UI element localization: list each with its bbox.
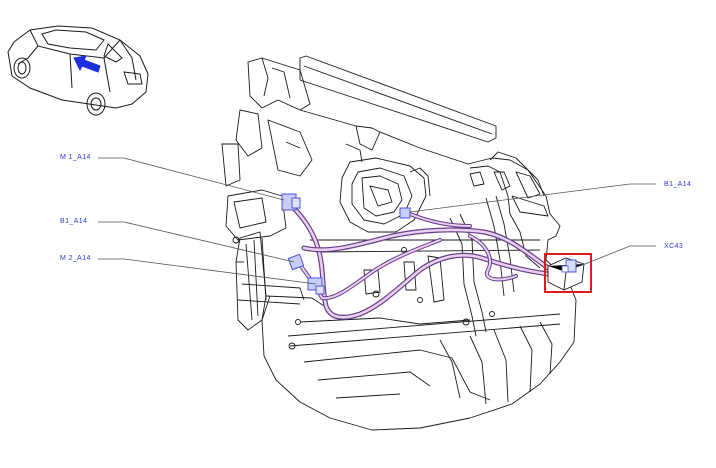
highlight-box — [544, 253, 592, 293]
label-m2-a14: M 2_A14 — [60, 255, 91, 262]
direction-arrow-icon — [73, 55, 101, 73]
connector-b1-right — [399, 207, 411, 219]
wiring-harness — [285, 199, 551, 320]
label-xc43: XC43 — [664, 243, 684, 250]
connector-b1-left — [287, 253, 305, 271]
connector-m1 — [281, 193, 301, 211]
label-m1-a14: M 1_A14 — [60, 154, 91, 161]
label-b1-a14-right: B1_A14 — [664, 181, 692, 188]
engine-outline — [221, 55, 577, 431]
leader-lines — [98, 157, 656, 285]
connector-m2 — [307, 277, 325, 295]
label-b1-a14-left: B1_A14 — [60, 218, 88, 225]
hatchback-car-icon — [7, 25, 149, 116]
connector-xc43 — [547, 257, 585, 291]
